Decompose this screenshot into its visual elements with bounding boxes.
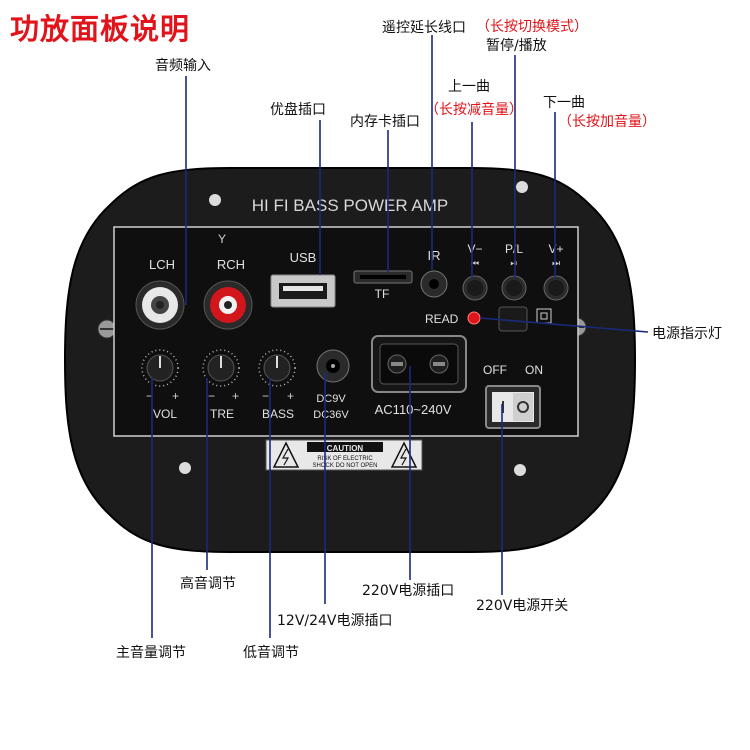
ir-label: IR xyxy=(428,248,441,263)
callout-power-led: 电源指示灯 xyxy=(652,326,722,342)
callout-vol-up-hint: （长按加音量） xyxy=(558,114,656,130)
tre-label: TRE xyxy=(210,407,234,421)
on-label: ON xyxy=(525,363,543,377)
prev-icon: ⏮ xyxy=(471,258,479,268)
callout-vol-down-hint: （长按减音量） xyxy=(425,102,523,118)
bass-plus: + xyxy=(287,389,294,403)
callout-tf-slot: 内存卡插口 xyxy=(350,114,420,130)
bass-minus: − xyxy=(262,389,269,403)
caution-sub-1: RISK OF ELECTRIC xyxy=(317,456,373,462)
play-btn-label: P/L xyxy=(505,242,523,256)
brand-text: HI FI BASS POWER AMP xyxy=(252,196,448,215)
callout-audio-in: 音频输入 xyxy=(155,58,211,74)
lch-label: LCH xyxy=(149,257,175,272)
next-button xyxy=(543,275,569,301)
callout-treble: 高音调节 xyxy=(180,576,236,592)
tf-slot xyxy=(353,270,413,284)
ir-jack xyxy=(420,270,448,298)
off-label: OFF xyxy=(483,363,507,377)
callout-prev: 上一曲 xyxy=(448,79,490,95)
bass-knob xyxy=(258,349,296,387)
power-switch xyxy=(485,385,541,429)
caution-sub-2: SHOCK DO NOT OPEN xyxy=(313,463,378,469)
dc-jack xyxy=(316,349,350,383)
rch-label: RCH xyxy=(217,257,245,272)
next-btn-label: V+ xyxy=(548,242,563,256)
tf-label: TF xyxy=(375,287,390,301)
ir-receiver-window xyxy=(498,306,528,332)
power-led xyxy=(467,311,481,325)
ac-socket xyxy=(371,335,467,393)
leader-lines xyxy=(151,35,649,638)
callout-ac-in: 220V电源插口 xyxy=(362,583,455,599)
vol-label: VOL xyxy=(153,407,177,421)
ac-label: AC110~240V xyxy=(375,402,452,417)
tre-plus: + xyxy=(232,389,239,403)
lch-rca-jack xyxy=(135,280,185,330)
tre-knob xyxy=(202,349,240,387)
vol-knob xyxy=(141,349,179,387)
next-icon: ⏭ xyxy=(552,258,560,268)
callout-remote-cable: 遥控延长线口 xyxy=(382,20,466,36)
usb-port xyxy=(270,274,336,308)
callout-main-volume: 主音量调节 xyxy=(116,645,186,661)
callout-ac-switch: 220V电源开关 xyxy=(476,598,569,614)
callout-mode-hint: （长按切换模式） xyxy=(476,19,588,35)
rch-rca-jack xyxy=(203,280,253,330)
page-title: 功放面板说明 xyxy=(10,12,191,46)
tre-minus: − xyxy=(208,389,215,403)
callout-pause-play: 暂停/播放 xyxy=(486,38,547,54)
dc-label-1: DC9V xyxy=(316,393,346,405)
play-pause-icon: ⏯ xyxy=(510,258,517,268)
vol-plus: + xyxy=(172,389,179,403)
read-label: READ xyxy=(425,312,459,326)
mounting-holes xyxy=(179,181,528,476)
antenna-icon: Y xyxy=(218,232,226,246)
prev-btn-label: V− xyxy=(467,242,482,256)
play-button xyxy=(501,275,527,301)
caution-text: CAUTION xyxy=(327,444,364,453)
vol-minus: − xyxy=(146,389,153,403)
dc-label-2: DC36V xyxy=(313,409,349,421)
callout-usb-slot: 优盘插口 xyxy=(270,102,326,118)
bass-label: BASS xyxy=(262,407,294,421)
callout-bass: 低音调节 xyxy=(243,645,299,661)
callout-dc-in: 12V/24V电源插口 xyxy=(277,613,393,629)
usb-label: USB xyxy=(290,250,317,265)
callout-next: 下一曲 xyxy=(543,95,585,111)
prev-button xyxy=(462,275,488,301)
